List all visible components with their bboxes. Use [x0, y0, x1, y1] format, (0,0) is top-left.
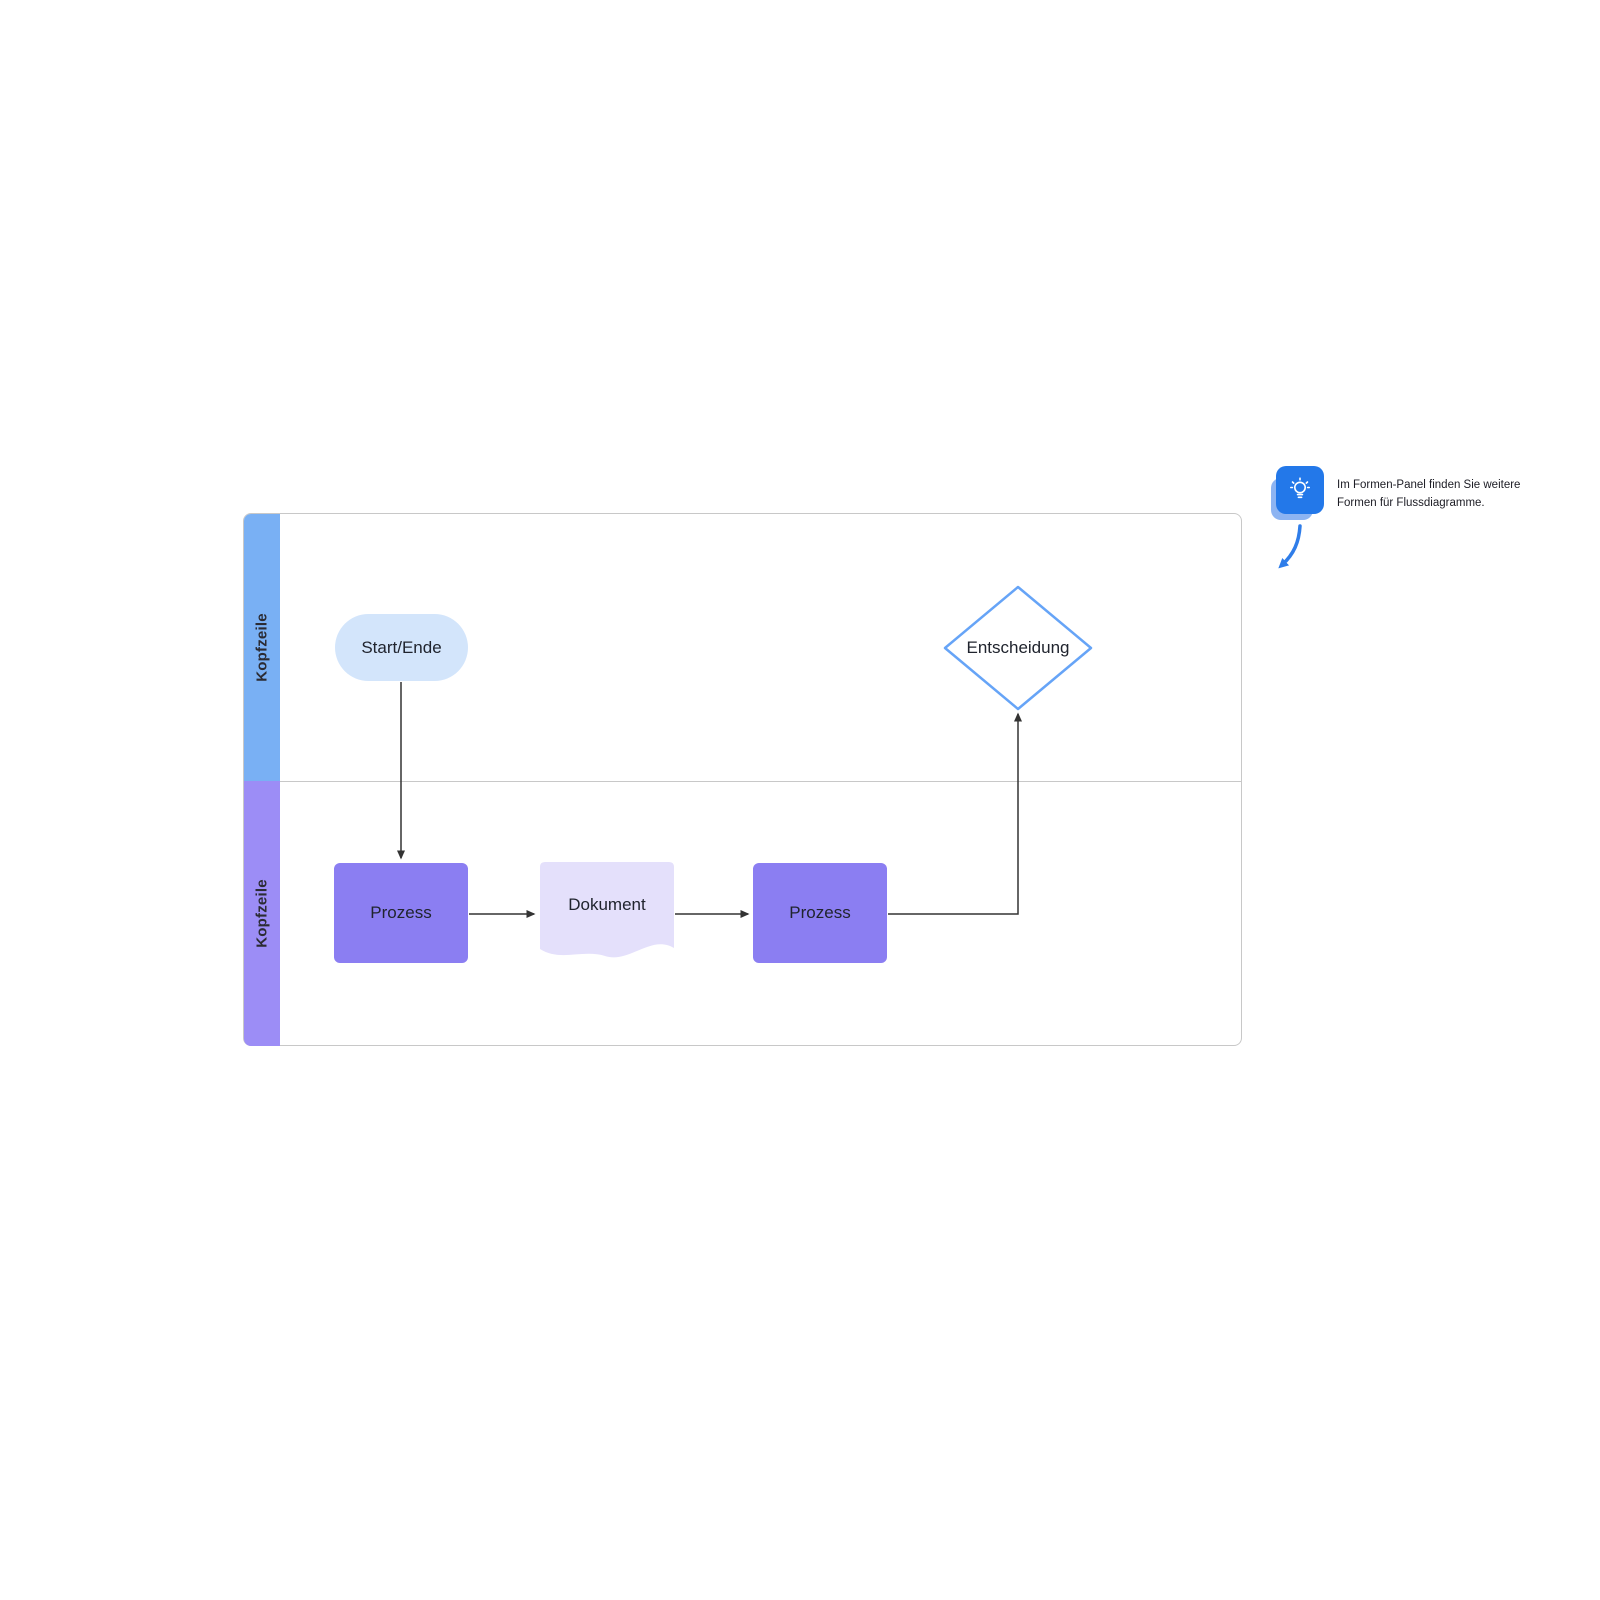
tip-text-line2: Formen für Flussdiagramme.: [1337, 496, 1485, 509]
tip-text-line1: Im Formen-Panel finden Sie weitere: [1337, 479, 1521, 491]
shape-decision[interactable]: Entscheidung: [941, 583, 1095, 713]
tip-curved-arrow-icon: [1278, 524, 1302, 569]
shape-decision-label: Entscheidung: [966, 638, 1070, 657]
lane-header-top-label: Kopfzeile: [253, 613, 271, 682]
tip-text: Im Formen-Panel finden Sie weitere Forme…: [1337, 477, 1537, 513]
shape-document[interactable]: Dokument: [540, 862, 674, 966]
shape-document-label: Dokument: [568, 895, 646, 914]
shape-process-1-label: Prozess: [370, 903, 432, 922]
lightbulb-icon[interactable]: [1276, 466, 1324, 514]
decision-diamond-outline: [943, 585, 1093, 711]
shape-start-end-label: Start/Ende: [361, 637, 442, 657]
lane-header-bottom[interactable]: Kopfzeile: [244, 781, 280, 1046]
document-shape-outline: [540, 862, 674, 958]
lane-header-top[interactable]: Kopfzeile: [244, 514, 280, 781]
shape-process-2[interactable]: Prozess: [753, 863, 887, 963]
shape-process-2-label: Prozess: [789, 903, 851, 922]
lane-header-bottom-label: Kopfzeile: [253, 879, 271, 948]
shape-process-1[interactable]: Prozess: [334, 863, 468, 963]
shape-start-end[interactable]: Start/Ende: [335, 614, 468, 681]
lane-divider: [280, 781, 1241, 782]
